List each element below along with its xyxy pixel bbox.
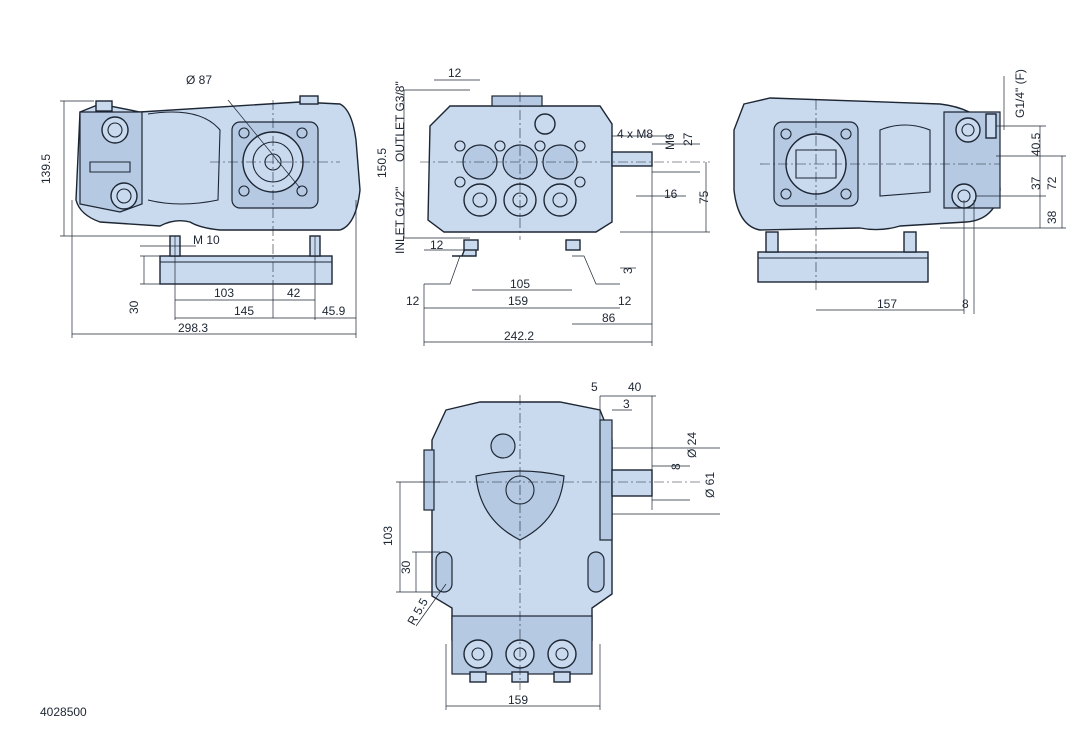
dim-top-w40: 40 <box>628 380 642 394</box>
dim-front-w105: 105 <box>510 277 530 291</box>
dim-right-g14: G1/4" (F) <box>1013 69 1027 118</box>
dim-right-h72: 72 <box>1045 176 1059 190</box>
dim-front-h75: 75 <box>697 190 711 204</box>
dim-front-w12-top: 12 <box>448 66 462 80</box>
dim-top-w5: 5 <box>591 380 598 394</box>
dim-front-w242-2: 242.2 <box>504 329 534 343</box>
dim-top-w8: 8 <box>669 463 683 470</box>
dim-top-w159: 159 <box>508 693 528 707</box>
dim-right-w157: 157 <box>877 297 897 311</box>
dim-left-w298-3: 298.3 <box>178 321 208 335</box>
dim-top-d24: Ø 24 <box>685 432 699 458</box>
dim-front-outlet: OUTLET G3/8" <box>393 81 407 162</box>
right-side-view <box>733 76 1066 314</box>
dim-front-w12-left: 12 <box>406 294 420 308</box>
dim-left-w45-9: 45.9 <box>322 304 346 318</box>
dim-left-w42: 42 <box>287 286 301 300</box>
top-view <box>396 395 720 710</box>
dim-left-h139-5: 139.5 <box>39 154 53 184</box>
dim-top-h103: 103 <box>381 526 395 546</box>
valve-caps-lower <box>463 183 577 217</box>
dim-front-m8: 4 x M8 <box>617 127 653 141</box>
dim-top-d61: Ø 61 <box>703 472 717 498</box>
base-plate-right <box>757 251 929 283</box>
dim-left-d87: Ø 87 <box>186 73 212 87</box>
front-view <box>403 79 710 346</box>
dim-front-w86: 86 <box>602 311 616 325</box>
drawing-code: 4028500 <box>40 705 87 719</box>
dim-front-w12-right: 12 <box>618 294 632 308</box>
dim-front-m6: M6 <box>663 133 677 150</box>
dim-top-r5-5: R 5.5 <box>404 595 431 627</box>
dim-front-h3: 3 <box>621 267 635 274</box>
dim-front-w159: 159 <box>508 294 528 308</box>
dim-front-w12-foot: 12 <box>430 238 444 252</box>
dim-top-h30: 30 <box>399 560 413 574</box>
base-plate <box>159 255 333 285</box>
dim-right-h38: 38 <box>1045 210 1059 224</box>
dim-right-w8: 8 <box>962 297 969 311</box>
dim-front-h27: 27 <box>681 132 695 146</box>
dim-right-h37: 37 <box>1029 176 1043 190</box>
dim-right-h40-5: 40.5 <box>1029 132 1043 156</box>
dim-left-h30: 30 <box>127 300 141 314</box>
left-side-view <box>60 95 361 338</box>
dim-top-w3: 3 <box>623 397 630 411</box>
dim-front-h150-5: 150.5 <box>375 148 389 178</box>
dim-left-w103: 103 <box>214 286 234 300</box>
dim-left-m10: M 10 <box>193 233 220 247</box>
dim-front-w16: 16 <box>664 187 678 201</box>
dim-front-inlet: INLET G1/2" <box>393 187 407 254</box>
dim-left-w145: 145 <box>234 304 254 318</box>
